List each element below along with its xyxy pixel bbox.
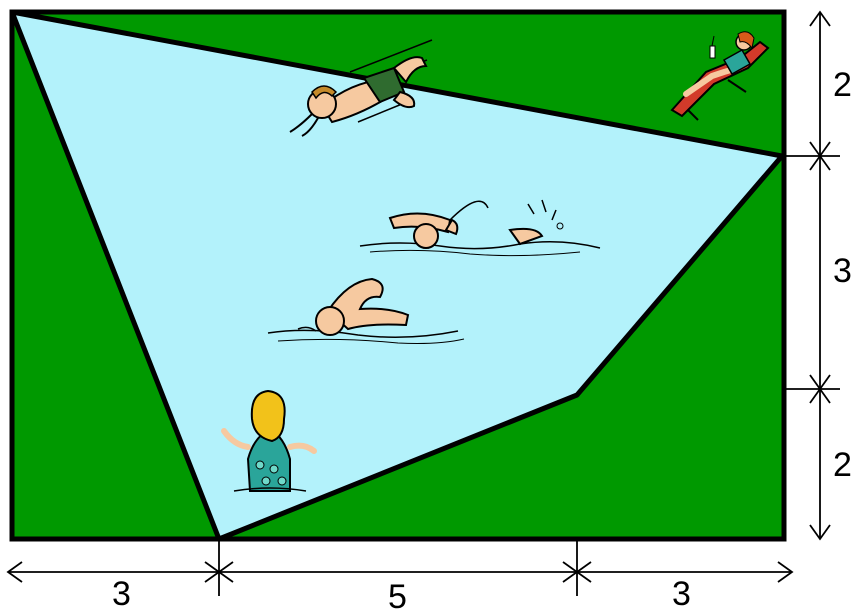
swimmer-icon — [267, 277, 465, 344]
dimension-label-bottom-middle: 5 — [388, 578, 407, 610]
dimension-label-right-top: 2 — [833, 66, 852, 104]
pool-shape — [9, 9, 785, 542]
right-dimension-arrows — [784, 10, 840, 541]
diving-man-icon — [289, 39, 433, 137]
dimension-label-right-middle: 3 — [833, 252, 852, 290]
sunbathing-woman-icon — [670, 31, 770, 121]
dimension-label-bottom-left: 3 — [112, 575, 131, 610]
swimmer-icon — [359, 199, 601, 257]
bottom-dimension-arrows — [6, 539, 794, 596]
wading-woman-icon — [221, 389, 317, 492]
dimension-label-right-bottom: 2 — [833, 446, 852, 484]
dimension-label-bottom-right: 3 — [672, 575, 691, 610]
